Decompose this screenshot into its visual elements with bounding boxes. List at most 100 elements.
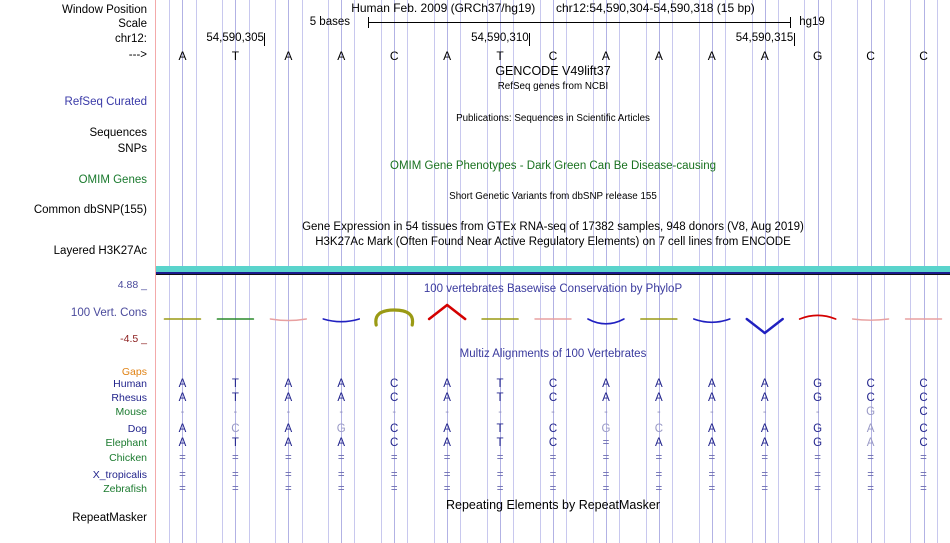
- alignment-base: C: [231, 423, 240, 435]
- alignment-base: =: [761, 469, 769, 481]
- ruler-base: T: [231, 49, 240, 63]
- phylop-conservation-plot: [156, 303, 950, 335]
- track-label-omim-genes[interactable]: OMIM Genes: [78, 174, 147, 186]
- scale-bar-row: 5 bases hg19: [156, 16, 950, 31]
- alignment-base: G: [813, 392, 823, 404]
- alignment-base: C: [919, 406, 928, 418]
- alignment-base: T: [496, 392, 504, 404]
- track-label-snps[interactable]: SNPs: [117, 143, 147, 155]
- track-label-elephant[interactable]: Elephant: [105, 437, 147, 449]
- dbsnp-title: Short Genetic Variants from dbSNP releas…: [449, 191, 657, 202]
- track-label-vert-cons[interactable]: 100 Vert. Cons: [70, 307, 147, 319]
- position-range: chr12:54,590,304-54,590,318 (15 bp): [555, 1, 755, 15]
- label-divider: [155, 0, 156, 543]
- alignment-base: A: [760, 437, 769, 449]
- track-label-zebrafish[interactable]: Zebrafish: [103, 483, 147, 495]
- track-label-cons-min[interactable]: -4.5 _: [120, 333, 147, 345]
- alignment-base: =: [602, 483, 610, 495]
- alignment-base: =: [655, 469, 663, 481]
- track-label-chrom[interactable]: chr12:: [115, 33, 147, 45]
- track-label-layered-h3k27ac[interactable]: Layered H3K27Ac: [53, 245, 147, 257]
- alignment-base: -: [815, 406, 820, 418]
- alignment-base: -: [286, 406, 291, 418]
- track-label-gaps[interactable]: Gaps: [121, 366, 147, 378]
- position-tick-label: 54,590,305: [206, 32, 264, 44]
- alignment-base: =: [708, 469, 716, 481]
- alignment-base: G: [813, 378, 823, 390]
- alignment-base: A: [443, 423, 451, 435]
- alignment-base: -: [551, 406, 555, 418]
- alignment-base: =: [867, 452, 874, 464]
- alignment-base: C: [919, 423, 928, 435]
- alignment-base: A: [178, 392, 187, 404]
- track-label-rhesus[interactable]: Rhesus: [111, 392, 147, 404]
- track-label-x-tropicalis[interactable]: X_tropicalis: [92, 469, 147, 481]
- track-label-chicken[interactable]: Chicken: [109, 452, 147, 464]
- alignment-base: =: [761, 452, 769, 464]
- gtex-title: Gene Expression in 54 tissues from GTEx …: [302, 221, 804, 233]
- alignment-base: =: [337, 452, 345, 464]
- alignment-base: =: [708, 483, 716, 495]
- alignment-base: A: [866, 437, 875, 449]
- alignment-base: =: [602, 437, 610, 449]
- omim-title: OMIM Gene Phenotypes - Dark Green Can Be…: [390, 160, 716, 172]
- track-label-strand[interactable]: --->: [128, 49, 147, 61]
- alignment-base: G: [866, 406, 876, 418]
- ruler-base: A: [337, 49, 346, 63]
- position-tick-mark: [264, 33, 266, 46]
- alignment-base: T: [231, 392, 239, 404]
- alignment-base: -: [445, 406, 449, 418]
- alignment-base: =: [337, 469, 345, 481]
- alignment-base: T: [231, 437, 239, 449]
- alignment-base: =: [602, 469, 610, 481]
- ruler-base: A: [178, 49, 187, 63]
- conservation-bar: [693, 318, 731, 324]
- conservation-bar: [269, 318, 308, 322]
- alignment-base: A: [655, 437, 663, 449]
- alignment-base: =: [496, 483, 504, 495]
- alignment-base: =: [443, 469, 451, 481]
- alignment-base: =: [655, 452, 663, 464]
- track-label-window-position[interactable]: Window Position: [61, 4, 147, 16]
- ruler-base: G: [812, 49, 823, 63]
- alignment-base: A: [655, 378, 663, 390]
- alignment-base: A: [284, 423, 293, 435]
- position-tick-label: 54,590,315: [735, 32, 794, 44]
- track-label-scale[interactable]: Scale: [118, 18, 147, 30]
- track-label-dog[interactable]: Dog: [127, 423, 147, 435]
- ruler-base: A: [654, 49, 663, 63]
- scale-bar: [367, 17, 792, 28]
- h3k27ac-title: H3K27Ac Mark (Often Found Near Active Re…: [315, 236, 791, 248]
- track-label-mouse[interactable]: Mouse: [115, 406, 147, 418]
- alignment-base: =: [443, 483, 451, 495]
- publications-title: Publications: Sequences in Scientific Ar…: [456, 113, 650, 124]
- alignment-base: A: [443, 392, 451, 404]
- alignment-base: =: [443, 452, 451, 464]
- track-label-repeatmasker[interactable]: RepeatMasker: [72, 512, 147, 524]
- conservation-bar: [587, 318, 625, 325]
- alignment-base: -: [709, 406, 714, 418]
- alignment-base: =: [655, 483, 663, 495]
- track-label-sequences[interactable]: Sequences: [89, 127, 147, 139]
- track-label-common-dbsnp[interactable]: Common dbSNP(155): [33, 204, 147, 216]
- track-label-refseq-curated[interactable]: RefSeq Curated: [64, 96, 147, 108]
- ruler-base: A: [443, 49, 452, 63]
- track-label-human[interactable]: Human: [113, 378, 147, 390]
- alignment-base: =: [549, 483, 557, 495]
- alignment-base: -: [339, 406, 344, 418]
- track-label-cons-max[interactable]: 4.88 _: [117, 279, 147, 291]
- alignment-base: C: [919, 378, 928, 390]
- alignment-base: A: [760, 378, 769, 390]
- alignment-base: T: [231, 378, 239, 390]
- alignment-base: =: [549, 469, 557, 481]
- alignment-base: A: [707, 378, 716, 390]
- alignment-base: A: [707, 392, 716, 404]
- alignment-base: =: [920, 469, 927, 481]
- alignment-base: G: [813, 423, 823, 435]
- alignment-base: A: [337, 392, 346, 404]
- ruler-base: C: [866, 49, 875, 63]
- alignment-base: =: [708, 452, 716, 464]
- conservation-bar: [798, 314, 837, 320]
- conservation-bar: [322, 318, 361, 323]
